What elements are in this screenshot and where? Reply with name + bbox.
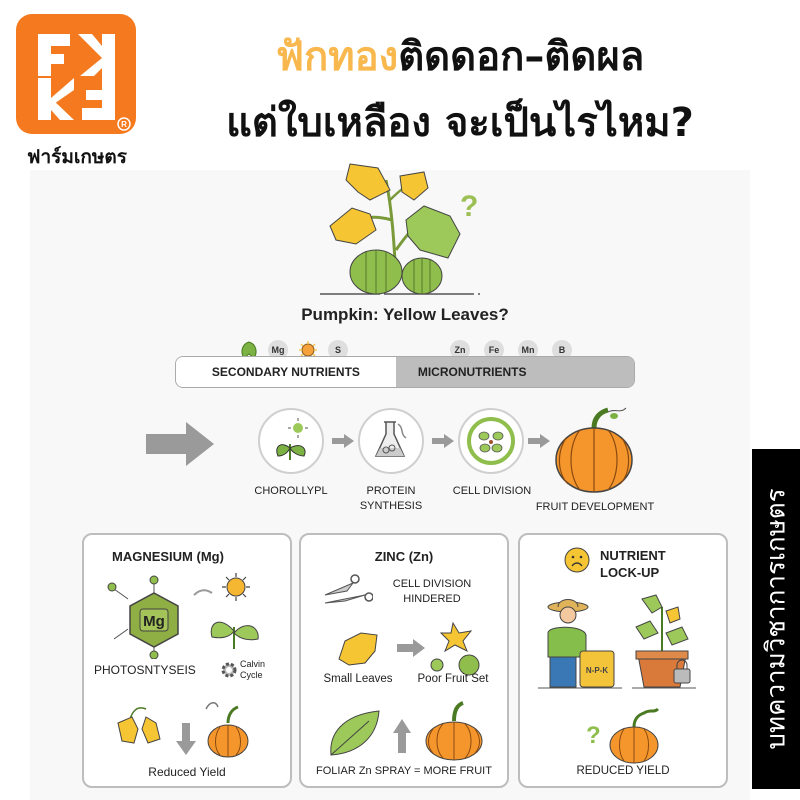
secondary-nutrients-segment: SECONDARY NUTRIENTS [176, 357, 396, 387]
chip-fe: Fe [484, 340, 504, 360]
arrow-right-icon [528, 434, 550, 448]
sad-face-icon [564, 547, 590, 573]
pumpkin-icon [555, 407, 633, 493]
scissors-icon [324, 574, 373, 604]
page-title: ฟักทองติดดอก–ติดผล แต่ใบเหลือง จะเป็นไรไ… [170, 24, 750, 156]
micronutrients-segment: MICRONUTRIENTS [395, 357, 634, 387]
gear-icon [221, 662, 237, 678]
reduced-yield-label: Reduced Yield [148, 765, 226, 779]
chip-mn: Mn [518, 340, 538, 360]
chip-b: B [552, 340, 572, 360]
card-magnesium-title: MAGNESIUM (Mg) [112, 549, 224, 564]
card-zinc-title: ZINC (Zn) [374, 549, 434, 564]
leaf-icon [241, 341, 257, 359]
article-category-tab: บทความวิชาการเกษตร [752, 449, 800, 789]
arrow-down-icon [176, 723, 196, 755]
protein-synthesis-icon [358, 408, 424, 474]
arrow-right-icon [397, 639, 425, 657]
pumpkin-icon [425, 701, 483, 761]
foliar-zn-spray-label: FOLIAR Zn SPRAY = MORE FRUIT [316, 765, 492, 777]
pumpkin-plant-icon: ? [320, 163, 480, 295]
big-arrow-right-icon [146, 422, 214, 466]
pumpkin-icon [205, 702, 249, 758]
svg-text:Mg: Mg [143, 613, 165, 630]
title-line-1: ฟักทองติดดอก–ติดผล [170, 24, 750, 90]
secondary-nutrient-chips: Mg S [238, 340, 348, 360]
cell-division-icon [458, 408, 524, 474]
step-label-protein-synthesis: PROTEIN SYNTHESIS [359, 485, 423, 512]
mg-hexagon-icon: Mg [107, 575, 179, 659]
article-category-label: บทความวิชาการเกษตร [761, 488, 792, 750]
wilted-leaves-icon [117, 707, 161, 744]
brand-caption: ฟาร์มเกษตร [27, 146, 127, 168]
title-highlight: ฟักทอง [275, 34, 399, 80]
arrow-right-icon [432, 434, 454, 448]
title-line-2: แต่ใบเหลือง จะเป็นไรไหม? [226, 100, 694, 146]
photosynthesis-label: PHOTOSNTYSEIS [94, 663, 196, 677]
micronutrient-chips: Zn Fe Mn B [450, 340, 572, 360]
svg-text:?: ? [586, 722, 601, 749]
step-label-cell-division: CELL DIVISION [452, 485, 532, 497]
farmer-fertilizer-icon: N-P-K [538, 599, 622, 689]
nutrient-category-bar: SECONDARY NUTRIENTS MICRONUTRIENTS [175, 356, 635, 388]
small-yellow-leaf-icon [338, 632, 378, 666]
title-line-1-rest: ติดดอก–ติดผล [398, 34, 645, 80]
poor-fruit-set-label: Poor Fruit Set [417, 673, 489, 685]
reduced-yield-label: REDUCED YIELD [576, 765, 670, 777]
step-label-fruit-development: FRUIT DEVELOPMENT [535, 501, 655, 513]
pumpkin-question-icon: ? [586, 707, 660, 764]
locked-pot-plant-icon [632, 594, 696, 689]
green-leaf-icon [330, 710, 380, 756]
svg-text:N-P-K: N-P-K [586, 666, 608, 675]
brand-logo: R [16, 14, 136, 134]
chip-zn: Zn [450, 340, 470, 360]
chip-s: S [328, 340, 348, 360]
svg-text:R: R [121, 120, 127, 129]
small-leaves-label: Small Leaves [323, 673, 393, 685]
chlorophyll-icon [258, 408, 324, 474]
flower-fruit-icon [430, 621, 480, 676]
sun-plant-icon [193, 573, 259, 649]
fk-logo-icon: R [38, 34, 131, 131]
step-label-chlorophyll: CHOROLLYPL [254, 485, 328, 497]
arrow-right-icon [332, 434, 354, 448]
infographic-subtitle: Pumpkin: Yellow Leaves? [301, 305, 509, 324]
arrow-up-icon [393, 719, 411, 753]
svg-text:?: ? [460, 190, 478, 223]
chip-mg: Mg [268, 340, 288, 360]
